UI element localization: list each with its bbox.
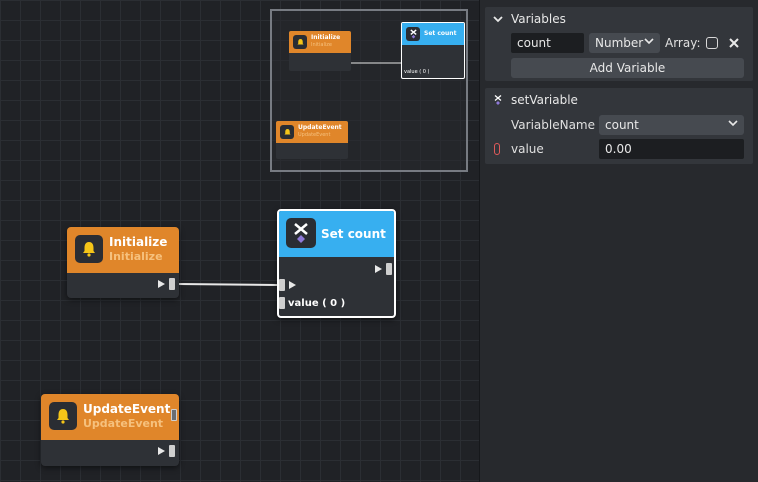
minimap-wires	[351, 62, 402, 64]
update-event-node-title: UpdateEvent	[83, 402, 171, 416]
update-event-node-header: UpdateEvent UpdateEvent	[41, 394, 179, 440]
exec-wire	[177, 283, 278, 286]
set-count-exec-output[interactable]	[375, 263, 392, 275]
minimap-update-event-subtitle: UpdateEvent	[298, 132, 331, 138]
minimap-update-event-node: UpdateEvent UpdateEvent	[276, 121, 348, 159]
minimap-initialize-header: Initialize Initialize	[289, 31, 351, 53]
chevron-down-icon[interactable]	[493, 15, 503, 23]
exec-output-pin[interactable]	[169, 445, 175, 457]
number-type-icon	[494, 143, 500, 155]
variables-section-header[interactable]: Variables	[493, 12, 566, 26]
set-variable-icon	[406, 27, 420, 41]
initialize-node-title: Initialize	[109, 235, 168, 249]
minimap-value-label: value ( 0 )	[404, 69, 430, 75]
update-event-node-subtitle: UpdateEvent	[83, 417, 164, 430]
exec-arrow-icon	[158, 447, 165, 455]
minimap-initialize-node: Initialize Initialize	[289, 31, 351, 71]
value-input-label: value ( 0 )	[288, 297, 346, 309]
variable-type-value: Number	[595, 36, 644, 50]
set-variable-header-label: setVariable	[511, 93, 578, 107]
exec-arrow-icon	[289, 281, 296, 289]
update-event-exec-output[interactable]	[158, 445, 175, 457]
initialize-node-header: Initialize Initialize	[67, 227, 179, 273]
value-input-pin[interactable]	[279, 297, 285, 309]
array-checkbox[interactable]	[706, 37, 718, 49]
initialize-exec-output[interactable]	[158, 278, 175, 290]
minimap-update-event-header: UpdateEvent UpdateEvent	[276, 121, 348, 143]
set-count-node[interactable]: Set count value ( 0 )	[277, 209, 396, 318]
variables-section: Variables count Number Array: Add Variab…	[485, 7, 753, 81]
variable-name-select-value: count	[605, 118, 639, 132]
chevron-down-icon	[644, 38, 654, 45]
exec-output-pin[interactable]	[386, 263, 392, 275]
minimap[interactable]: Initialize Initialize Set count value ( …	[270, 9, 468, 172]
exec-arrow-icon	[158, 280, 165, 288]
update-event-node[interactable]: UpdateEvent UpdateEvent	[41, 394, 179, 466]
set-count-node-header: Set count	[279, 211, 394, 257]
array-label: Array:	[665, 36, 701, 50]
set-count-exec-input[interactable]	[279, 279, 296, 291]
remove-variable-icon[interactable]	[728, 37, 740, 49]
set-variable-section: setVariable VariableName count value 0.0…	[485, 88, 753, 164]
add-variable-button[interactable]: Add Variable	[511, 58, 744, 78]
node-graph-canvas[interactable]: Initialize Initialize Set count	[0, 0, 479, 482]
exec-arrow-icon	[375, 265, 382, 273]
minimap-initialize-subtitle: Initialize	[311, 42, 332, 48]
value-input[interactable]: 0.00	[599, 139, 744, 159]
update-event-side-pin[interactable]	[171, 409, 177, 421]
initialize-node-subtitle: Initialize	[109, 250, 163, 263]
set-variable-icon	[494, 95, 502, 105]
variable-type-select[interactable]: Number	[589, 33, 660, 53]
variable-name-input[interactable]: count	[511, 33, 584, 53]
variable-name-select[interactable]: count	[599, 115, 744, 135]
bell-icon	[75, 235, 103, 263]
value-label: value	[511, 142, 544, 156]
minimap-set-count-title: Set count	[424, 30, 457, 37]
bell-icon	[49, 402, 77, 430]
minimap-set-count-header: Set count	[402, 23, 464, 45]
exec-input-pin[interactable]	[279, 279, 285, 291]
bell-icon	[293, 35, 307, 49]
bell-icon	[280, 125, 294, 139]
variables-header-label: Variables	[511, 12, 566, 26]
initialize-node[interactable]: Initialize Initialize	[67, 227, 179, 298]
set-count-node-title: Set count	[321, 227, 386, 241]
variable-name-label: VariableName	[511, 118, 595, 132]
minimap-initialize-title: Initialize	[311, 34, 341, 41]
minimap-update-event-title: UpdateEvent	[298, 124, 342, 131]
set-variable-section-header: setVariable	[493, 93, 578, 107]
exec-output-pin[interactable]	[169, 278, 175, 290]
minimap-set-count-node: Set count value ( 0 )	[401, 22, 465, 79]
set-variable-icon	[286, 218, 316, 248]
inspector-panel: Variables count Number Array: Add Variab…	[479, 0, 758, 482]
chevron-down-icon	[728, 120, 738, 127]
value-input-port[interactable]: value ( 0 )	[279, 297, 345, 309]
